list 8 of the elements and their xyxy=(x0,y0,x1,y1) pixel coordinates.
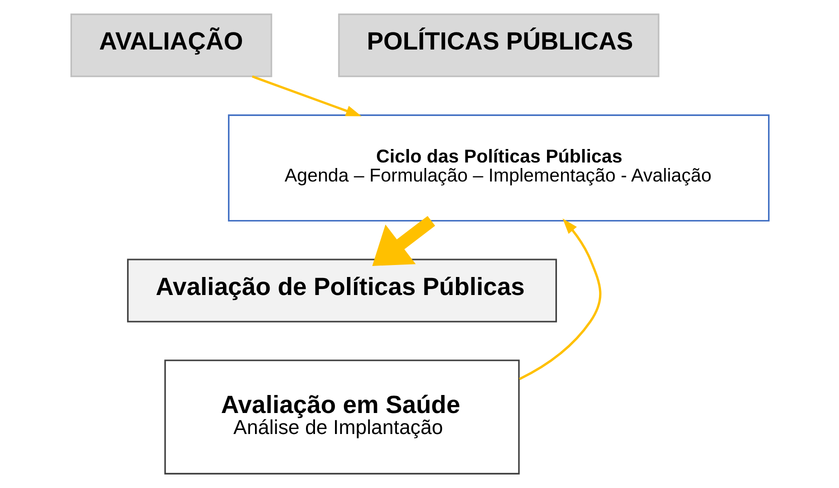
arrow xyxy=(372,216,435,266)
node-box: Ciclo das Políticas Públicas Agenda – Formulação – Implementação - Avaliação xyxy=(227,114,770,222)
node-box: AVALIAÇÃO xyxy=(70,14,272,78)
node-box: Avaliação de Políticas Públicas xyxy=(126,258,556,322)
arrow xyxy=(251,75,361,116)
node-box: POLÍTICAS PÚBLICAS xyxy=(338,14,659,78)
arrow xyxy=(518,218,601,380)
node-box: Avaliação em Saúde Análise de Implantação xyxy=(164,360,520,474)
